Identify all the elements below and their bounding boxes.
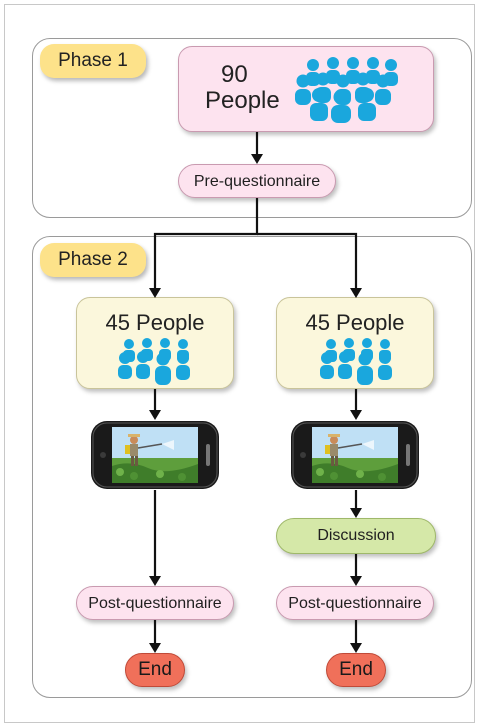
discussion-node: Discussion bbox=[276, 518, 436, 554]
phase1-tag: Phase 1 bbox=[40, 44, 146, 78]
left-group-node: 45 People bbox=[76, 297, 234, 389]
people-group-icon bbox=[295, 57, 398, 123]
arrow-pre-to-split bbox=[153, 198, 259, 290]
right-end-node: End bbox=[326, 653, 386, 687]
people-group-icon bbox=[320, 338, 392, 385]
right-post-questionnaire-node: Post-questionnaire bbox=[276, 586, 434, 620]
phase1-group-node: 90 People bbox=[178, 46, 434, 132]
right-group-label: 45 People bbox=[305, 310, 405, 335]
left-end-node: End bbox=[125, 653, 185, 687]
pre-questionnaire-node: Pre-questionnaire bbox=[178, 164, 336, 198]
group-label: People bbox=[205, 87, 280, 114]
smartphone-video-icon bbox=[91, 421, 219, 489]
left-post-questionnaire-node: Post-questionnaire bbox=[76, 586, 234, 620]
group-count: 90 bbox=[221, 61, 248, 88]
left-group-label: 45 People bbox=[105, 310, 205, 335]
people-group-icon bbox=[118, 338, 190, 385]
arrow-split-right bbox=[257, 232, 358, 290]
right-group-node: 45 People bbox=[276, 297, 434, 389]
phase2-tag: Phase 2 bbox=[40, 243, 146, 277]
smartphone-video-icon bbox=[291, 421, 419, 489]
